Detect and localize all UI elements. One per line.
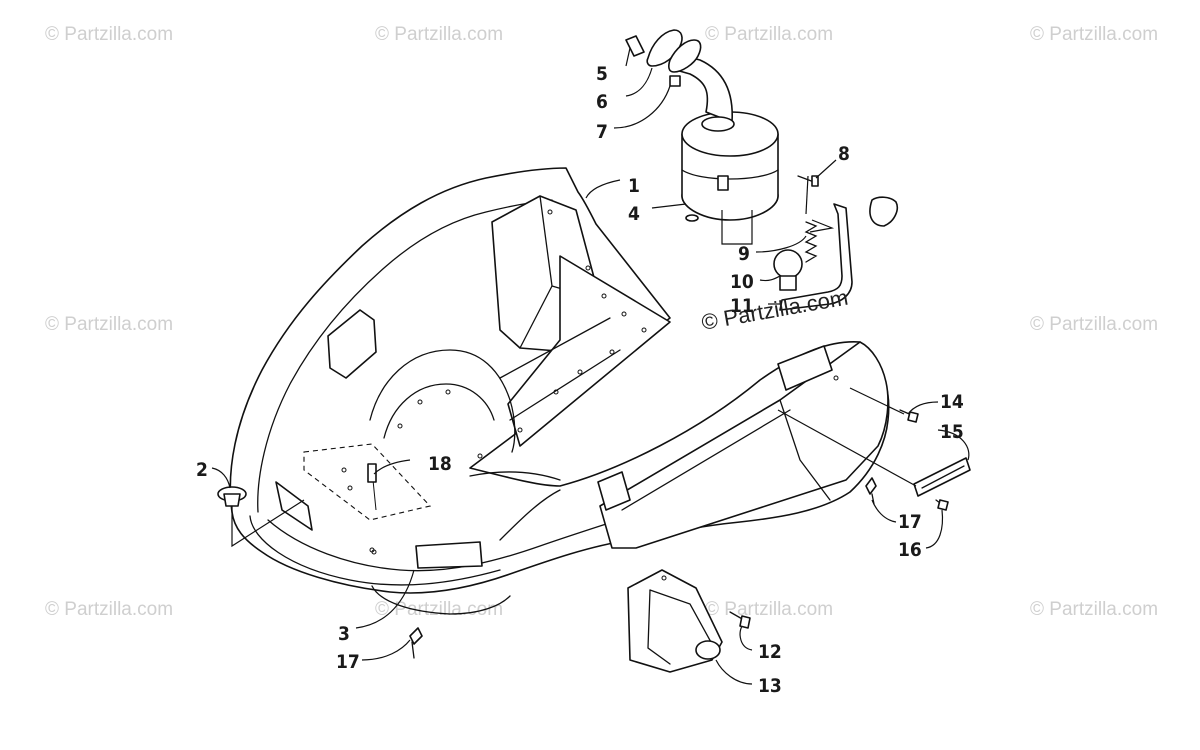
watermark: © Partzilla.com (375, 599, 503, 620)
push-rivet-part-2[interactable] (217, 486, 247, 513)
watermark-group: © Partzilla.com © Partzilla.com © Partzi… (45, 24, 1158, 620)
callout-4[interactable]: 4 (628, 203, 640, 225)
rivet-holes (371, 209, 839, 555)
nut-part-7[interactable] (669, 75, 681, 87)
screw-part-16[interactable] (935, 499, 949, 511)
watermark: © Partzilla.com (45, 599, 173, 620)
callout-1[interactable]: 1 (628, 175, 640, 197)
watermark-main: © Partzilla.com (700, 285, 850, 335)
spring-part-9[interactable] (804, 221, 818, 263)
callout-2[interactable]: 2 (196, 459, 208, 481)
watermark: © Partzilla.com (375, 24, 503, 45)
screw-part-8[interactable] (797, 175, 819, 187)
callout-15[interactable]: 15 (940, 421, 964, 443)
watermark: © Partzilla.com (705, 24, 833, 45)
screw-part-14[interactable] (899, 409, 919, 423)
callout-13[interactable]: 13 (758, 675, 782, 697)
watermark: © Partzilla.com (1030, 24, 1158, 45)
callout-12[interactable]: 12 (758, 641, 782, 663)
bracket-part-11[interactable] (779, 196, 899, 311)
callout-9[interactable]: 9 (738, 243, 750, 265)
callout-7[interactable]: 7 (596, 121, 608, 143)
leader-lines (211, 47, 970, 685)
gasket-part-6[interactable] (646, 29, 702, 73)
callout-16[interactable]: 16 (898, 539, 922, 561)
callout-6[interactable]: 6 (596, 91, 608, 113)
watermark: © Partzilla.com (1030, 599, 1158, 620)
pin-part-17-right[interactable] (865, 477, 877, 505)
watermark: © Partzilla.com (45, 314, 173, 335)
knob-part-10[interactable] (773, 249, 803, 291)
panel-part-3[interactable] (275, 481, 483, 569)
pin-part-17-lower[interactable] (409, 627, 423, 659)
watermark: © Partzilla.com (705, 599, 833, 620)
mount-plate-part-18[interactable] (303, 443, 432, 553)
callout-14[interactable]: 14 (940, 391, 964, 413)
callout-17-right[interactable]: 17 (898, 511, 922, 533)
callout-17-lower[interactable]: 17 (336, 651, 360, 673)
stud-part-5[interactable] (625, 35, 645, 57)
callout-18[interactable]: 18 (428, 453, 452, 475)
hull-part-1[interactable] (229, 167, 890, 615)
muffler-part-4[interactable] (675, 55, 779, 222)
callout-10[interactable]: 10 (730, 271, 754, 293)
reflector-part-15[interactable] (913, 457, 971, 497)
watermark: © Partzilla.com (45, 24, 173, 45)
callout-8[interactable]: 8 (838, 143, 850, 165)
callout-11[interactable]: 11 (730, 295, 754, 317)
cover-part-13[interactable] (627, 569, 723, 673)
callout-3[interactable]: 3 (338, 623, 350, 645)
callout-5[interactable]: 5 (596, 63, 608, 85)
callout-labels: 1 2 3 4 5 6 7 8 9 10 11 12 13 14 15 16 1… (196, 63, 964, 697)
watermark: © Partzilla.com (1030, 314, 1158, 335)
screw-part-12[interactable] (729, 611, 751, 629)
